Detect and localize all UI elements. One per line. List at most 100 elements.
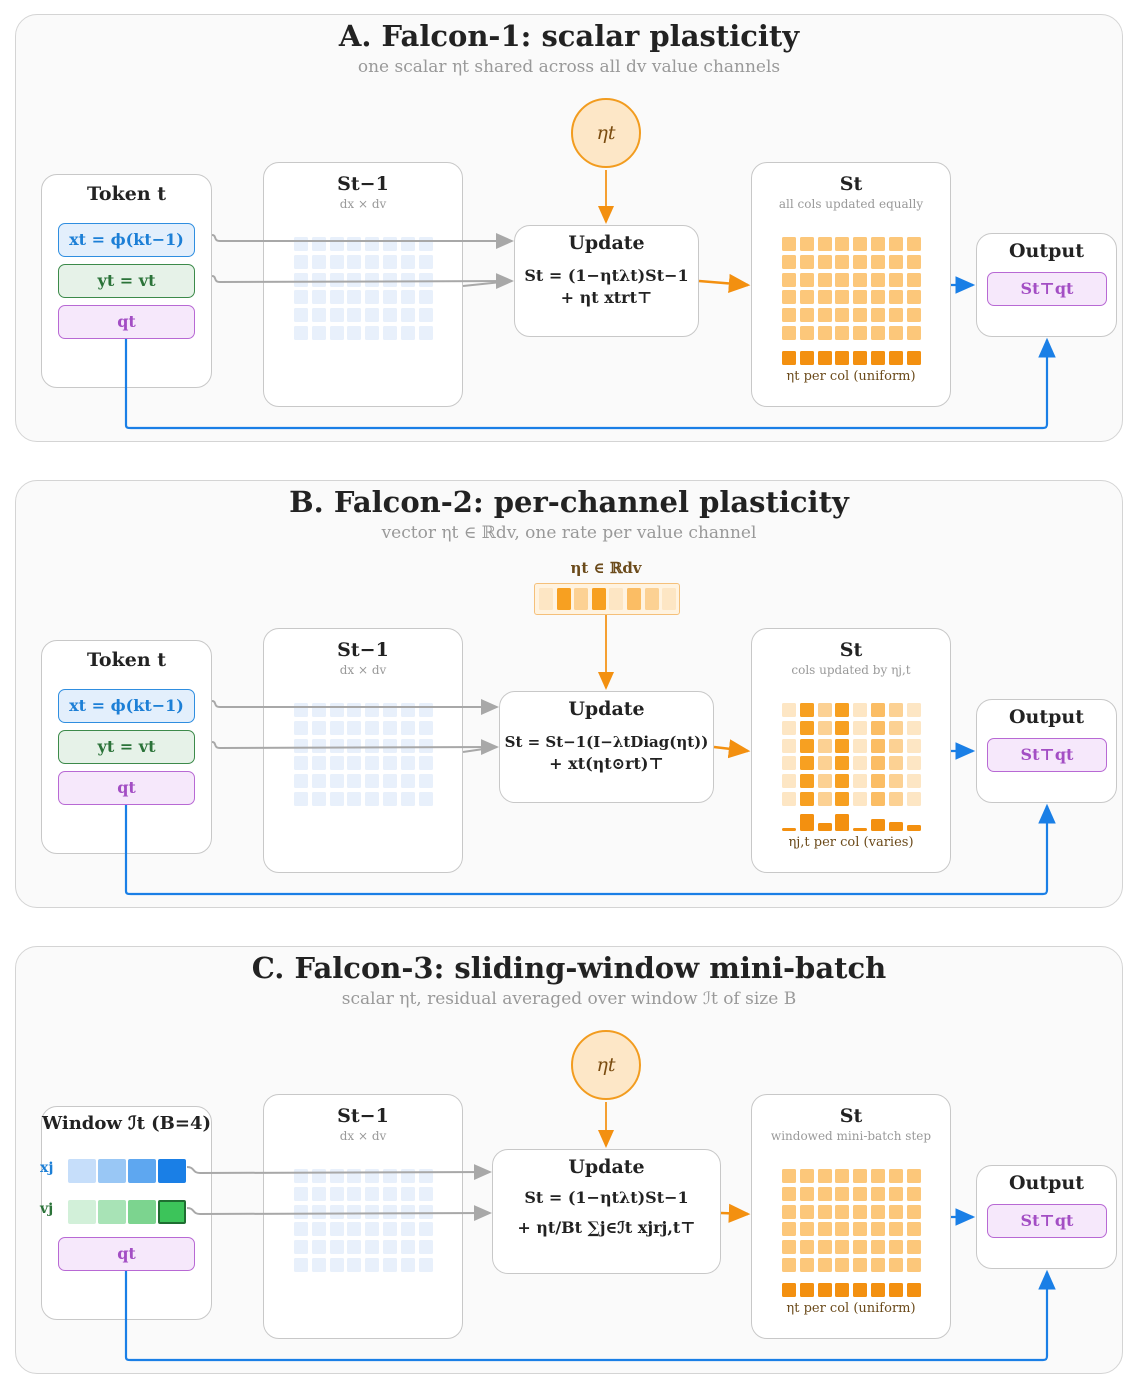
updated-state-cell [906, 738, 921, 753]
updated-state-cell [888, 290, 903, 305]
state-cell [383, 308, 397, 323]
update-formula-line1: St = (1−ηtλt)St−1 [524, 1188, 689, 1207]
updated-state-cell [782, 237, 796, 251]
new-state-subtitle: cols updated by ηj,t [791, 663, 911, 677]
state-cell [311, 756, 326, 771]
updated-state-cell [799, 1169, 814, 1183]
state-cell [329, 774, 344, 789]
state-cell [311, 1240, 326, 1255]
updated-state-cell [782, 1204, 796, 1219]
state-cell [400, 308, 415, 323]
updated-state-cell [835, 720, 850, 735]
state-cell [294, 254, 308, 269]
updated-state-cell [906, 254, 921, 269]
updated-state-cell [888, 272, 903, 287]
eta-col-bar [782, 1282, 796, 1297]
state-cell [418, 326, 433, 340]
state-cell [294, 308, 308, 323]
state-cell [329, 1240, 344, 1255]
state-cell [311, 290, 326, 305]
new-state-box: St windowed mini-batch step ηt per col (… [751, 1094, 951, 1339]
updated-state-cell [888, 774, 903, 789]
eta-col-bar [817, 1282, 832, 1297]
updated-state-cell [835, 237, 850, 251]
state-cell [311, 254, 326, 269]
state-cell [418, 1204, 433, 1219]
updated-state-cell [853, 272, 868, 287]
arrow-y-to-update [211, 739, 499, 756]
updated-state-cell [871, 1258, 885, 1272]
updated-state-cell [871, 720, 885, 735]
update-formula-line1: St = (1−ηtλt)St−1 [524, 266, 689, 285]
updated-state-cell [871, 1169, 885, 1183]
state-cell [329, 738, 344, 753]
update-box: Update St = St−1(I−λtDiag(ηt)) + xt(ηt⊙r… [499, 691, 714, 803]
updated-state-cell [782, 738, 796, 753]
updated-state-cell [782, 272, 796, 287]
state-cell [365, 1240, 380, 1255]
eta-col-bar [782, 827, 796, 831]
updated-state-cell [835, 738, 850, 753]
state-cell [365, 1186, 380, 1201]
update-formula-line2: + ηt/Bt ∑j∈ℐt xjrj,t⊤ [517, 1218, 696, 1237]
arrow-query-to-output [124, 1269, 1056, 1362]
state-cell [400, 272, 415, 287]
state-cell [347, 1222, 362, 1237]
state-cell [383, 720, 397, 735]
state-cell [329, 1222, 344, 1237]
updated-state-cell [906, 1204, 921, 1219]
state-cell [383, 272, 397, 287]
state-cell [311, 774, 326, 789]
query-pill: qt [58, 771, 195, 805]
update-formula-line2: + ηt xtrt⊤ [560, 288, 653, 307]
updated-state-cell [888, 1204, 903, 1219]
prev-state-dims: dx × dv [339, 663, 387, 677]
updated-state-cell [817, 774, 832, 789]
state-cell [347, 720, 362, 735]
eta-col-bar [906, 1282, 921, 1297]
state-cell [365, 720, 380, 735]
updated-state-cell [817, 738, 832, 753]
updated-state-cell [799, 237, 814, 251]
window-v-cell [158, 1200, 186, 1224]
state-cell [365, 290, 380, 305]
state-cell [400, 756, 415, 771]
new-state-title: St [839, 1105, 863, 1127]
updated-state-cell [906, 1169, 921, 1183]
updated-state-cell [835, 792, 850, 806]
updated-state-cell [906, 272, 921, 287]
state-cell [294, 1186, 308, 1201]
updated-state-cell [835, 290, 850, 305]
updated-state-cell [782, 1258, 796, 1272]
eta-vector-cell [644, 588, 659, 610]
state-cell [365, 756, 380, 771]
updated-state-cell [888, 308, 903, 323]
new-state-caption: ηj,t per col (varies) [788, 835, 914, 850]
updated-state-cell [782, 774, 796, 789]
state-cell [365, 792, 380, 806]
state-cell [311, 720, 326, 735]
state-cell [329, 792, 344, 806]
state-cell [418, 774, 433, 789]
state-cell [418, 1186, 433, 1201]
updated-state-cell [888, 1258, 903, 1272]
updated-state-cell [871, 272, 885, 287]
state-cell [294, 792, 308, 806]
state-cell [418, 308, 433, 323]
state-cell [294, 272, 308, 287]
state-cell [383, 774, 397, 789]
state-cell [383, 254, 397, 269]
state-cell [329, 308, 344, 323]
arrow-query-to-output [124, 337, 1056, 430]
eta-vector-cell [609, 588, 624, 610]
updated-state-cell [817, 1258, 832, 1272]
updated-state-cell [888, 703, 903, 717]
state-cell [365, 1222, 380, 1237]
updated-state-cell [835, 326, 850, 340]
updated-state-cell [782, 326, 796, 340]
updated-state-cell [782, 1169, 796, 1183]
eta-scalar-node: ηt [571, 98, 641, 168]
updated-state-cell [799, 326, 814, 340]
updated-state-cell [853, 792, 868, 806]
updated-state-cell [799, 1204, 814, 1219]
